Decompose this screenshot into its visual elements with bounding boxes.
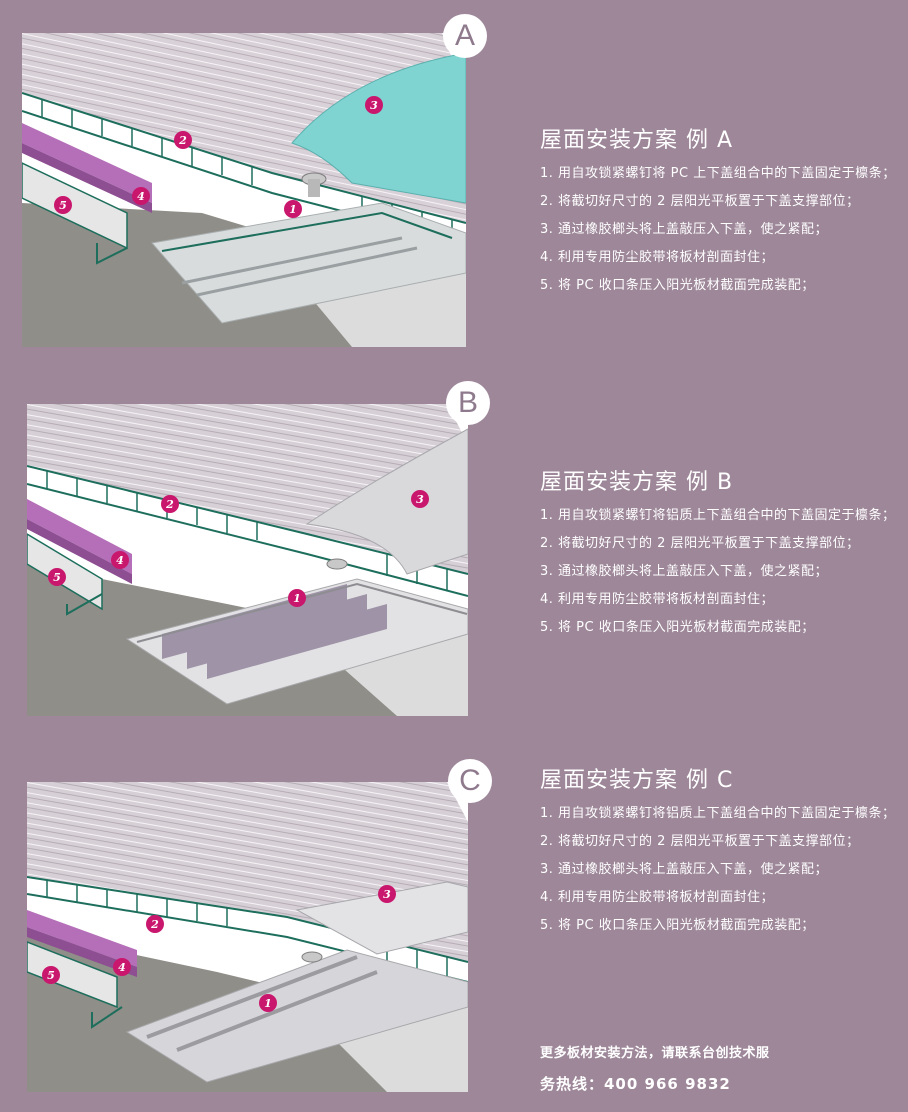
section-a: 屋面安装方案 例 A 1. 用自攻锁紧螺钉将 PC 上下盖组合中的下盖固定于檩条… (540, 122, 900, 304)
callout-1: 1 (264, 997, 272, 1010)
callout-2: 2 (165, 498, 174, 511)
step-list: 1. 用自攻锁紧螺钉将铝质上下盖组合中的下盖固定于檩条； 2. 将截切好尺寸的 … (540, 804, 900, 935)
callout-2: 2 (150, 918, 159, 931)
section-title: 屋面安装方案 例 C (540, 768, 734, 793)
step-item: 3. 通过橡胶榔头将上盖敲压入下盖，使之紧配； (540, 862, 829, 877)
callout-1: 1 (293, 592, 301, 605)
contact-line: 更多板材安装方法，请联系台创技术服 (540, 1046, 770, 1061)
step-list: 1. 用自攻锁紧螺钉将 PC 上下盖组合中的下盖固定于檩条； 2. 将截切好尺寸… (540, 164, 900, 295)
badge-b: B (446, 381, 490, 425)
step-item: 4. 利用专用防尘胶带将板材剖面封住； (540, 250, 775, 265)
callout-1: 1 (289, 203, 297, 216)
badge-a: A (443, 14, 487, 58)
step-item: 5. 将 PC 收口条压入阳光板材截面完成装配； (540, 918, 815, 933)
illustration-c: 1 2 3 4 5 (27, 782, 468, 1092)
section-b: 屋面安装方案 例 B 1. 用自攻锁紧螺钉将铝质上下盖组合中的下盖固定于檩条； … (540, 464, 900, 646)
callout-4: 4 (118, 961, 126, 974)
section-title: 屋面安装方案 例 A (540, 128, 734, 153)
callout-3: 3 (416, 493, 424, 506)
step-item: 2. 将截切好尺寸的 2 层阳光平板置于下盖支撑部位； (540, 194, 860, 209)
callout-3: 3 (370, 99, 378, 112)
illustration-a: 1 2 3 4 5 (22, 33, 466, 347)
step-list: 1. 用自攻锁紧螺钉将铝质上下盖组合中的下盖固定于檩条； 2. 将截切好尺寸的 … (540, 506, 900, 637)
hotline-number: 务热线：400 966 9832 (540, 1075, 731, 1093)
illustration-b: 1 2 3 4 5 (27, 404, 468, 716)
step-item: 5. 将 PC 收口条压入阳光板材截面完成装配； (540, 620, 815, 635)
step-item: 4. 利用专用防尘胶带将板材剖面封住； (540, 592, 775, 607)
step-item: 2. 将截切好尺寸的 2 层阳光平板置于下盖支撑部位； (540, 834, 860, 849)
badge-c: C (448, 759, 492, 803)
contact-footer: 更多板材安装方法，请联系台创技术服 务热线：400 966 9832 (540, 1042, 770, 1094)
step-item: 4. 利用专用防尘胶带将板材剖面封住； (540, 890, 775, 905)
step-item: 1. 用自攻锁紧螺钉将 PC 上下盖组合中的下盖固定于檩条； (540, 166, 896, 181)
callout-4: 4 (116, 554, 124, 567)
callout-5: 5 (47, 969, 55, 982)
callout-4: 4 (137, 190, 145, 203)
callout-3: 3 (383, 888, 391, 901)
step-item: 5. 将 PC 收口条压入阳光板材截面完成装配； (540, 278, 815, 293)
callout-5: 5 (59, 199, 67, 212)
section-title: 屋面安装方案 例 B (540, 470, 734, 495)
section-c: 屋面安装方案 例 C 1. 用自攻锁紧螺钉将铝质上下盖组合中的下盖固定于檩条； … (540, 762, 900, 944)
step-item: 1. 用自攻锁紧螺钉将铝质上下盖组合中的下盖固定于檩条； (540, 806, 896, 821)
callout-2: 2 (178, 134, 187, 147)
step-item: 1. 用自攻锁紧螺钉将铝质上下盖组合中的下盖固定于檩条； (540, 508, 896, 523)
step-item: 3. 通过橡胶榔头将上盖敲压入下盖，使之紧配； (540, 222, 829, 237)
step-item: 3. 通过橡胶榔头将上盖敲压入下盖，使之紧配； (540, 564, 829, 579)
step-item: 2. 将截切好尺寸的 2 层阳光平板置于下盖支撑部位； (540, 536, 860, 551)
callout-5: 5 (53, 571, 61, 584)
